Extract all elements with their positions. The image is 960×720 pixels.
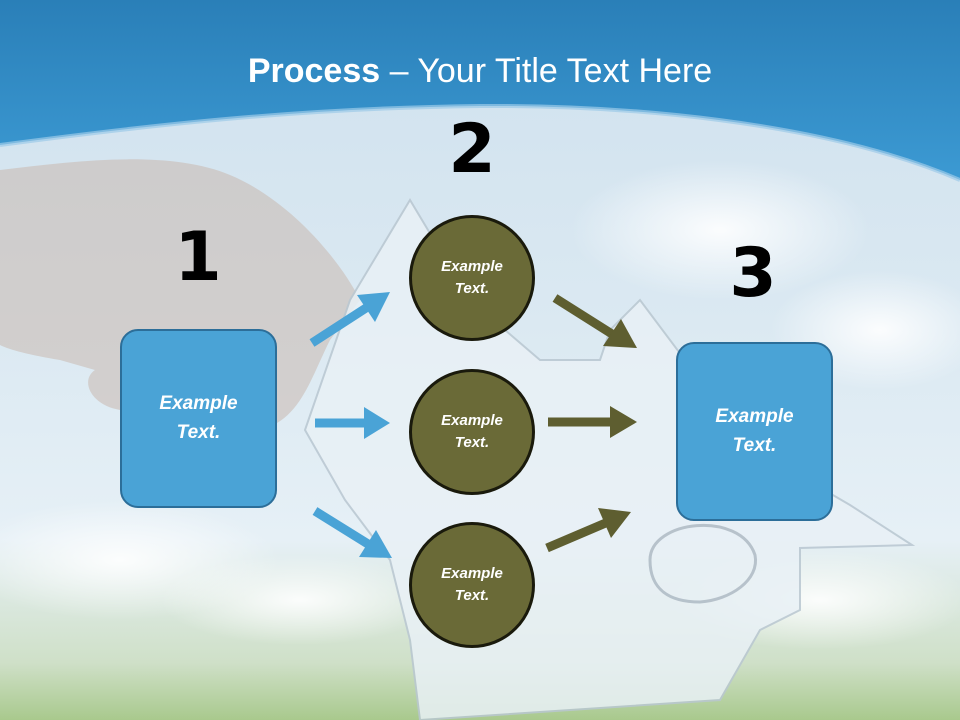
title-bold: Process [247,52,381,90]
header-band [0,0,960,180]
arrow-blue-down [312,507,392,558]
left-process-box: Example Text. [120,329,277,508]
right-box-text: Example Text. [715,406,794,456]
step-number-3: 3 [729,234,777,313]
step-number-2: 2 [448,110,496,189]
arrow-olive-down [552,294,637,348]
circle-bot-text: Example Text. [441,564,503,605]
step-number-1: 1 [174,218,222,297]
circle-mid-text: Example Text. [441,411,503,452]
arrow-blue-up [309,292,390,347]
circle-node-top: Example Text. [409,215,535,341]
circle-node-bottom: Example Text. [409,522,535,648]
circle-node-middle: Example Text. [409,369,535,495]
slide-title: Process – Your Title Text Here [0,52,960,91]
title-rest: – Your Title Text Here [380,52,713,90]
left-box-text: Example Text. [159,393,238,443]
arrow-olive-up [545,508,631,553]
header-band-edge [0,103,960,182]
cloud-shape [570,160,870,300]
arrow-olive-right [548,406,637,438]
cloud-shape [160,555,440,645]
right-process-box: Example Text. [676,342,833,521]
arrow-blue-right [315,407,390,439]
puzzle-piece-outline [648,523,757,604]
circle-top-text: Example Text. [441,257,503,298]
